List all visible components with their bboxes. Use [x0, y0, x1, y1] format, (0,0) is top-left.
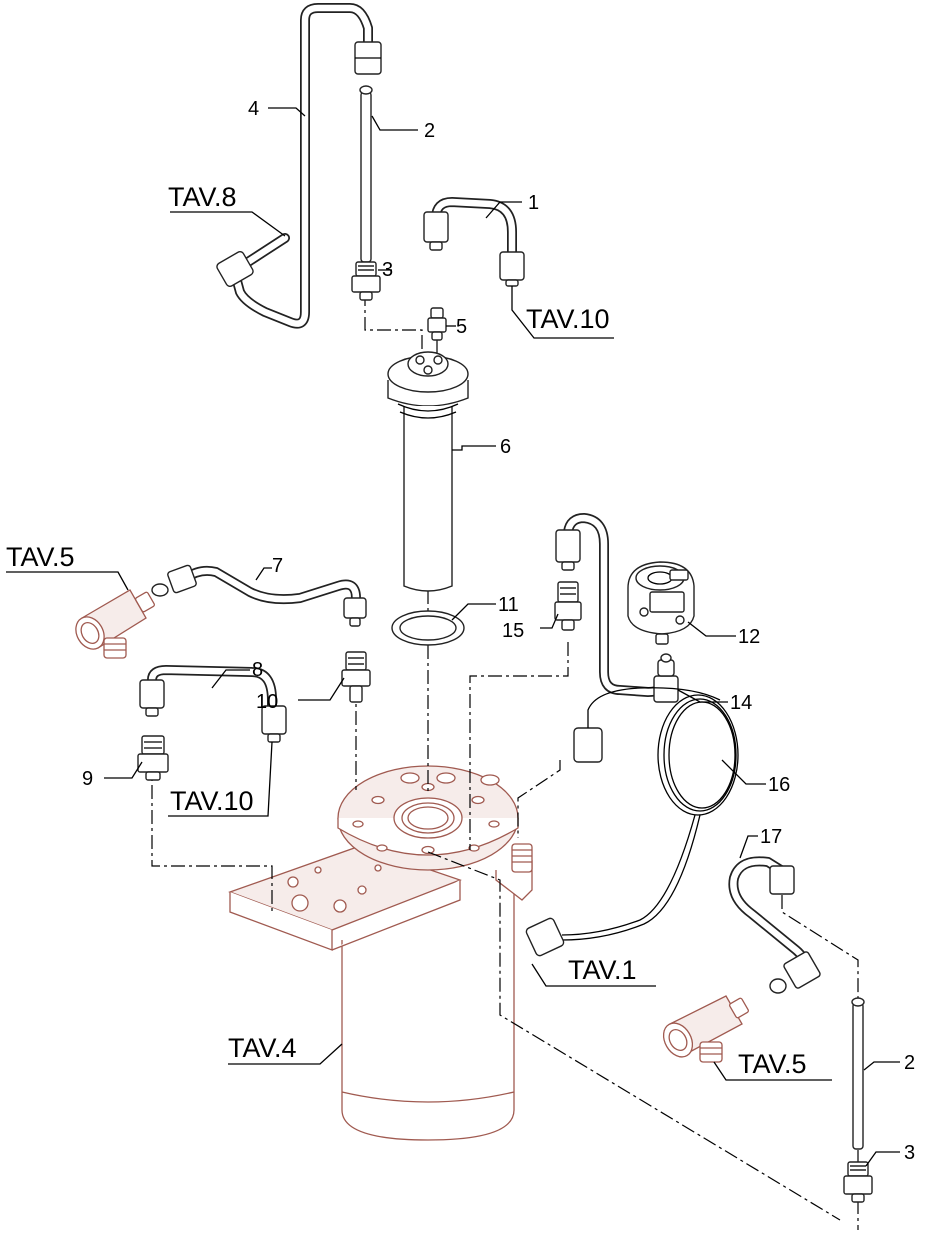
pipe-part-17 [728, 856, 821, 994]
label-part-3-bottom: 3 [904, 1142, 915, 1164]
pipe-part-8 [139, 665, 287, 743]
pipe-part-4 [216, 3, 382, 329]
ref-tav5-left: TAV.5 [6, 542, 75, 572]
ref-tav8: TAV.8 [168, 182, 237, 212]
tube-part-2-top [359, 85, 373, 263]
label-part-14: 14 [730, 692, 752, 714]
leader-lines [6, 107, 900, 1167]
label-part-3-top: 3 [382, 259, 393, 281]
label-part-5: 5 [456, 316, 467, 338]
tee-fitting-left-reference [75, 589, 155, 659]
label-part-9: 9 [82, 768, 93, 790]
part-number-labels: 4 2 1 3 5 6 7 11 15 12 8 10 14 9 16 17 2… [82, 98, 915, 1164]
label-part-11: 11 [498, 594, 519, 616]
ref-tav4: TAV.4 [228, 1033, 297, 1063]
fitting-part-10 [341, 651, 371, 703]
boiler-body-reference [228, 765, 533, 1141]
label-part-7: 7 [272, 555, 283, 577]
fitting-part-14 [653, 653, 679, 703]
label-part-8: 8 [252, 659, 263, 681]
fitting-part-9 [137, 735, 169, 781]
capillary-coil-part-16 [525, 687, 739, 957]
label-part-17: 17 [760, 826, 782, 848]
label-part-6: 6 [500, 436, 511, 458]
label-part-12: 12 [738, 626, 760, 648]
label-part-1: 1 [528, 192, 539, 214]
tee-fitting-right-reference [662, 995, 749, 1063]
ref-tav10-top: TAV.10 [526, 304, 610, 334]
pipe-part-1 [423, 197, 525, 287]
fitting-part-3-top [351, 261, 381, 301]
fitting-part-3-bottom [843, 1161, 873, 1203]
label-part-4: 4 [248, 98, 259, 120]
label-part-16: 16 [768, 774, 790, 796]
label-part-10: 10 [256, 691, 278, 713]
pressure-switch-part-12 [627, 561, 695, 645]
table-reference-labels: TAV.8 TAV.10 TAV.5 TAV.10 TAV.1 TAV.4 TA… [6, 182, 807, 1079]
filter-tube-part-6 [387, 351, 469, 592]
pipe-part-7 [151, 564, 367, 627]
tube-part-2-bottom [851, 997, 865, 1150]
label-part-2-bottom: 2 [904, 1052, 915, 1074]
fitting-part-5 [427, 307, 447, 341]
ref-tav1: TAV.1 [568, 955, 637, 985]
label-part-2-top: 2 [424, 120, 435, 142]
ref-tav5-right: TAV.5 [738, 1049, 807, 1079]
oring-part-11 [391, 610, 465, 646]
label-part-15: 15 [502, 620, 524, 642]
ref-tav10-left: TAV.10 [170, 786, 254, 816]
fitting-part-15 [554, 581, 582, 631]
